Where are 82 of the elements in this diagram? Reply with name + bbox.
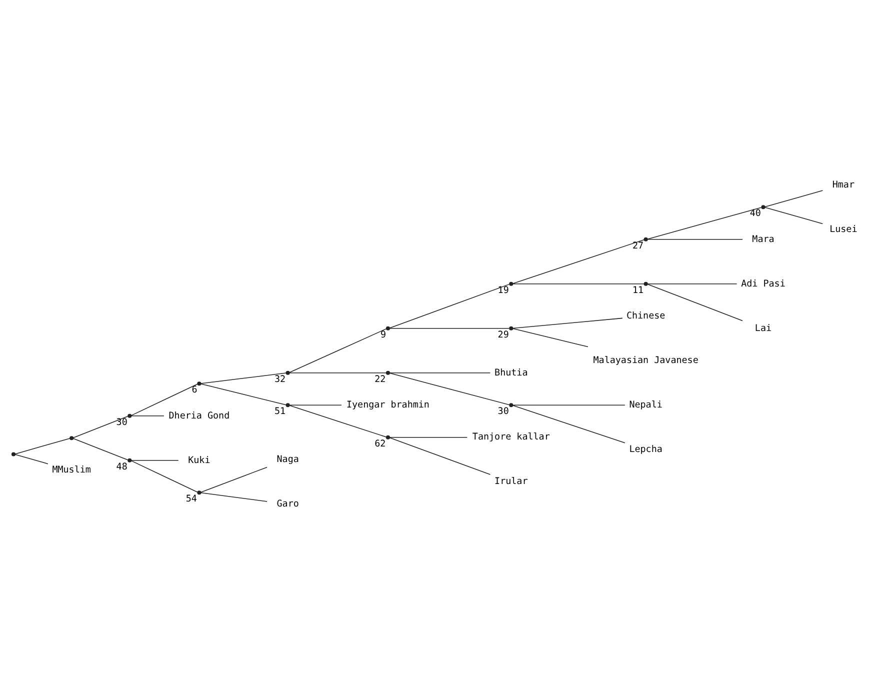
node-text: Chinese [626,310,666,321]
node-label: 29 [498,328,509,340]
node-point [509,281,514,286]
connector [14,438,70,454]
connector [512,404,626,405]
node-label: 54 [186,493,197,504]
node-text: Mara [752,233,774,244]
connector [389,372,491,373]
connector [512,404,626,443]
node-point [386,370,390,374]
node-label: 6 [192,384,198,396]
node-text: Nepali [629,399,662,410]
node-text: Lepcha [629,444,662,455]
node-text: Garo [276,498,299,509]
connector [289,328,387,372]
connector [512,328,588,347]
connector [200,492,268,502]
connector [389,283,510,328]
connector [764,206,824,224]
node-point [509,326,514,330]
node-label: 19 [498,284,509,296]
node-label: 30 [498,406,509,417]
node-label: 9 [380,328,386,340]
connector [200,372,286,384]
connector [130,460,198,492]
node-label: 30 [116,416,128,428]
node-text: Bhutia [494,366,528,378]
node-point [128,413,132,418]
connector [289,372,387,373]
node-label: 22 [374,373,386,384]
connector [512,238,644,284]
node-text: Dheria Gond [168,410,230,421]
node-point [386,434,390,439]
connector [512,317,623,328]
node-text: Adi Pasi [741,278,786,289]
connector [389,436,468,438]
connector [289,404,342,405]
node-label: 48 [116,460,128,472]
node-label: 27 [632,240,644,251]
node-point [386,326,390,330]
node-label: 62 [374,438,386,449]
node-text: Hmar [832,178,854,190]
node-label: 40 [750,208,761,219]
node-point [70,436,74,440]
node-point [197,381,202,386]
node-text: Naga [276,453,299,464]
connector [764,190,824,207]
connector [130,383,198,416]
node-point [286,402,290,407]
connector [200,466,268,492]
node-point [644,281,648,286]
node-point [644,236,648,241]
node-label: 32 [274,373,286,384]
node-text: MMuslim [52,464,91,476]
connector [130,414,164,416]
connector [72,415,128,438]
node-text: Malayasian Javanese [593,354,698,366]
connector [72,438,128,460]
node-point [761,204,766,209]
node-label: 51 [274,406,286,417]
connector [647,238,743,240]
connector [512,283,644,284]
node-point [197,490,202,494]
node-point [11,452,16,456]
connector [389,372,510,405]
node-point [128,458,132,462]
connector [389,436,491,474]
node-text: Tanjore kallar [472,431,550,442]
connector [647,206,762,239]
node-point [286,370,290,374]
connector [647,283,743,321]
node-text: Lai [754,322,772,334]
connector [200,383,286,405]
node-text: Kuki [188,454,210,466]
node-text: Iyengar brahmin [346,399,430,410]
node-text: Irular [494,476,528,487]
node-point [509,402,514,407]
node-text: Lusei [830,223,858,234]
connector [14,454,48,464]
connector [289,404,387,437]
connector [647,283,738,284]
node-label: 11 [632,284,644,296]
